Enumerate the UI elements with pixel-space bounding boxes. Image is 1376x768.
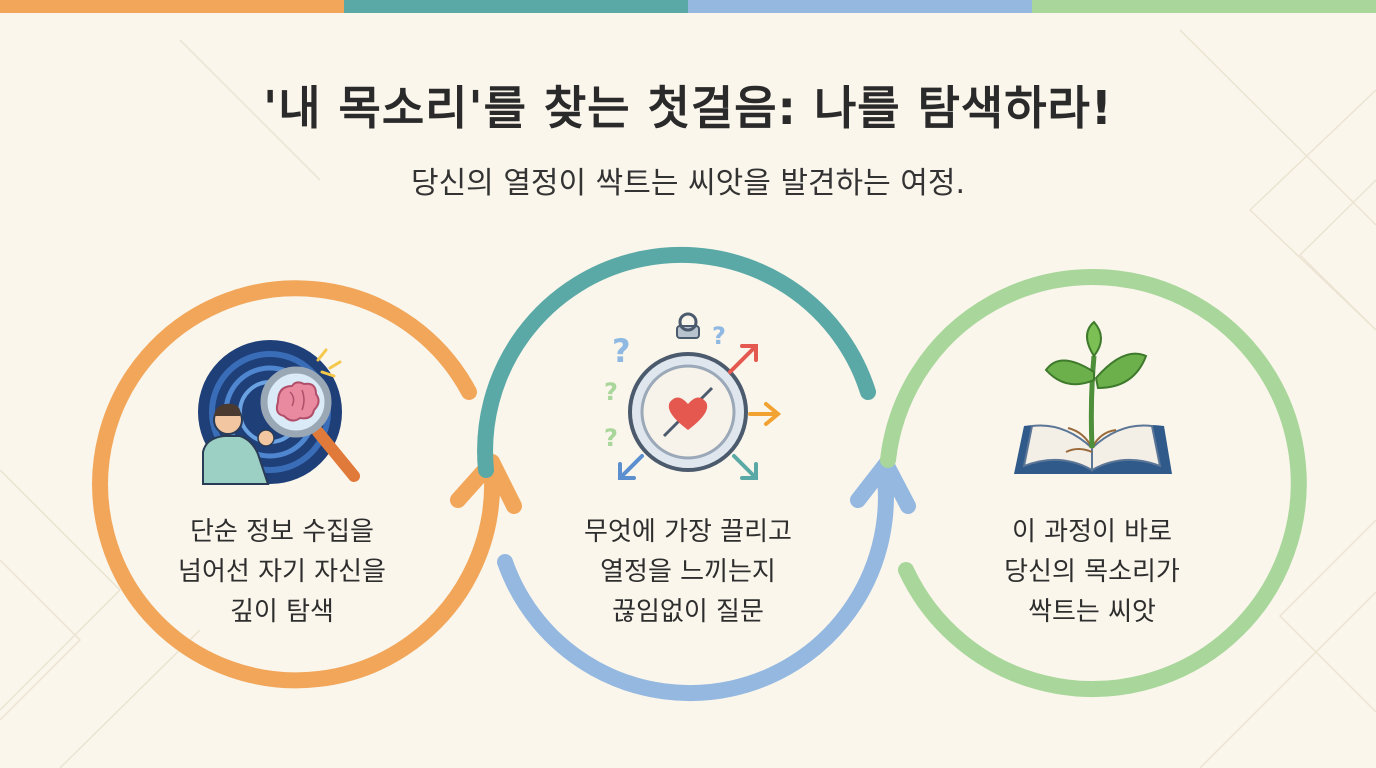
- top-bar-green: [1032, 0, 1376, 13]
- step-2-line-2: 열정을 느끼는지: [600, 557, 776, 587]
- step-2-text: 무엇에 가장 끌리고 열정을 느끼는지 끊임없이 질문: [538, 512, 838, 632]
- top-bar-teal: [344, 0, 688, 13]
- svg-text:?: ?: [604, 378, 618, 406]
- step-3-line-2: 당신의 목소리가: [1004, 557, 1180, 587]
- svg-text:?: ?: [612, 332, 631, 370]
- top-bar-orange: [0, 0, 344, 13]
- step-3-text: 이 과정이 바로 당신의 목소리가 싹트는 씨앗: [942, 512, 1242, 632]
- step-2-line-3: 끊임없이 질문: [612, 597, 764, 627]
- brain-magnifier-icon: [198, 340, 360, 485]
- page-subtitle: 당신의 열정이 싹트는 씨앗을 발견하는 여정.: [410, 166, 966, 201]
- step-1-line-3: 깊이 탐색: [230, 597, 334, 627]
- page-title: '내 목소리'를 찾는 첫걸음: 나를 탐색하라!: [263, 81, 1113, 135]
- top-bar-blue: [688, 0, 1032, 13]
- step-3-line-3: 싹트는 씨앗: [1028, 597, 1156, 627]
- heart-compass-icon: ? ? ? ?: [604, 312, 782, 480]
- svg-text:?: ?: [712, 322, 726, 350]
- cycle-arc-teal: [477, 246, 876, 478]
- sprout-book-icon: [1014, 320, 1172, 474]
- step-1-line-2: 넘어선 자기 자신을: [178, 557, 386, 587]
- step-1-text: 단순 정보 수집을 넘어선 자기 자신을 깊이 탐색: [132, 512, 432, 632]
- cycle-arc-green: [880, 268, 1307, 697]
- svg-text:?: ?: [604, 424, 618, 452]
- step-2-line-1: 무엇에 가장 끌리고: [584, 517, 792, 547]
- step-3-line-1: 이 과정이 바로: [1011, 517, 1173, 547]
- top-color-bar: [0, 0, 1376, 13]
- step-1-line-1: 단순 정보 수집을: [190, 517, 374, 547]
